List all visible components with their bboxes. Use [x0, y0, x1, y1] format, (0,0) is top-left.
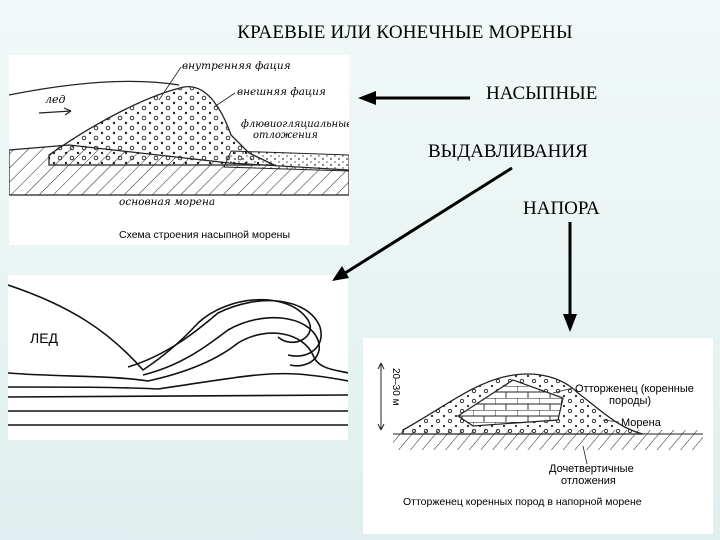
label-dumped: НАСЫПНЫЕ [486, 83, 598, 104]
block-label-1: Отторженец (коренные [575, 383, 694, 395]
block-label-2: породы) [609, 395, 651, 407]
dislocated-block [456, 379, 564, 427]
layer-line-1 [8, 372, 348, 390]
pre-quaternary-layer [393, 430, 703, 450]
slide-title: КРАЕВЫЕ ИЛИ КОНЕЧНЫЕ МОРЕНЫ [237, 22, 573, 43]
scale-label: 20–30 м [390, 368, 401, 406]
arrow-dumped-head [358, 91, 376, 105]
ground-moraine-label: основная морена [119, 196, 215, 208]
ice-label: лед [45, 93, 66, 106]
ground-moraine-layer [9, 144, 349, 196]
layer-line-2 [8, 394, 348, 398]
squeezed-moraine-diagram: ЛЕД [8, 275, 348, 440]
leader-block [552, 387, 574, 394]
arrow-squeezed [341, 166, 513, 277]
fold-line-1 [127, 299, 322, 368]
leader-inner [158, 66, 182, 101]
panel1-caption: Схема строения насыпной морены [119, 229, 290, 241]
pre-label-1: Дочетвертичные [549, 463, 634, 475]
moraine-mound [48, 86, 275, 166]
push-moraine-svg: 20–30 м Отторженец (коренные породы) Мор… [377, 362, 703, 508]
panel2-ice-label: ЛЕД [30, 330, 59, 346]
fluvio-label-1: флювиогляциальные [241, 119, 349, 130]
fluvio-label-2: отложения [253, 130, 318, 141]
arrow-push-head [563, 314, 577, 332]
leader-moraine [602, 419, 620, 423]
leader-outer [213, 92, 236, 108]
squeezed-moraine-svg: ЛЕД [8, 284, 348, 426]
panel3-caption: Отторженец коренных пород в напорной мор… [403, 496, 642, 508]
dumped-moraine-svg: лед внутренняя фация внешняя фация флюви… [9, 60, 349, 241]
dumped-moraine-diagram: лед внутренняя фация внешняя фация флюви… [9, 55, 349, 245]
arrow-squeezed-head [332, 266, 349, 281]
scale-arrows [377, 362, 385, 431]
ice-direction-arrow [38, 110, 72, 114]
inner-facies-label: внутренняя фация [182, 60, 291, 72]
pre-label-2: отложения [561, 475, 616, 487]
label-push: НАПОРА [523, 198, 600, 219]
ice-arrow-head [63, 107, 72, 116]
label-squeezed: ВЫДАВЛИВАНИЯ [428, 141, 588, 162]
fold-line-2 [142, 316, 321, 376]
moraine-label: Морена [621, 417, 662, 429]
outer-facies-label: внешняя фация [237, 86, 326, 98]
leader-pre [582, 445, 588, 465]
fold-line-3 [8, 332, 348, 382]
push-moraine-diagram: 20–30 м Отторженец (коренные породы) Мор… [363, 338, 713, 534]
ice-surface-line [9, 80, 180, 96]
